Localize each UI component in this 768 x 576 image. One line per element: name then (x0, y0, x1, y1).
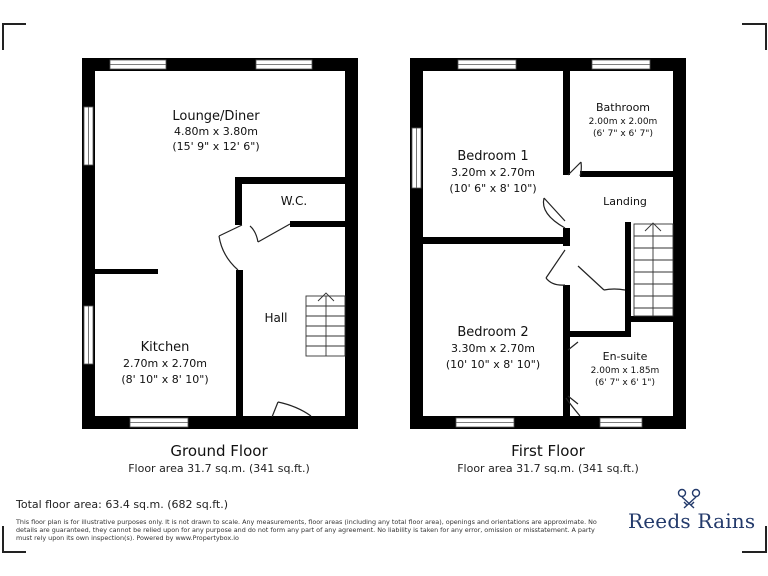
ground-floor-plan (82, 58, 358, 429)
bedroom2-name: Bedroom 2 (457, 325, 528, 340)
ground-floor-stairs (305, 292, 346, 357)
first-floor-plan (410, 58, 686, 429)
ensuite-metric: 2.00m x 1.85m (591, 366, 660, 376)
bathroom-imperial: (6' 7" x 6' 7") (593, 129, 653, 139)
kitchen-name: Kitchen (141, 340, 190, 355)
first-floor-doors (542, 161, 626, 417)
lounge-name: Lounge/Diner (172, 109, 260, 124)
total-floor-area: Total floor area: 63.4 sq.m. (682 sq.ft.… (16, 498, 229, 511)
wc-name: W.C. (281, 194, 308, 208)
ensuite-name: En-suite (603, 350, 648, 363)
keys-logo-icon (677, 488, 701, 509)
first-floor-area: Floor area 31.7 sq.m. (341 sq.ft.) (457, 462, 639, 475)
first-floor-windows (411, 59, 651, 428)
bedroom1-metric: 3.20m x 2.70m (451, 166, 535, 179)
bedroom2-metric: 3.30m x 2.70m (451, 342, 535, 355)
bathroom-metric: 2.00m x 2.00m (589, 117, 658, 127)
brand-logo: Reeds Rains (628, 509, 756, 533)
landing-name: Landing (603, 195, 647, 208)
corner-marks (2, 23, 767, 553)
bathroom-name: Bathroom (596, 101, 650, 114)
ground-floor-area: Floor area 31.7 sq.m. (341 sq.ft.) (128, 462, 310, 475)
ground-floor-title: Ground Floor (170, 442, 268, 460)
first-floor-title: First Floor (511, 442, 585, 460)
ground-floor-windows (83, 59, 313, 428)
ground-floor-labels: Lounge/Diner 4.80m x 3.80m (15' 9" x 12'… (121, 109, 309, 475)
kitchen-imperial: (8' 10" x 8' 10") (121, 373, 208, 386)
lounge-imperial: (15' 9" x 12' 6") (172, 140, 259, 153)
bedroom1-imperial: (10' 6" x 8' 10") (449, 182, 536, 195)
bedroom1-name: Bedroom 1 (457, 149, 528, 164)
bedroom2-imperial: (10' 10" x 8' 10") (446, 358, 540, 371)
ground-floor-doors (218, 223, 312, 418)
first-floor-labels: Bedroom 1 3.20m x 2.70m (10' 6" x 8' 10"… (446, 101, 659, 475)
first-floor-stairs (633, 222, 674, 317)
disclaimer-text: This floor plan is for illustrative purp… (16, 518, 597, 542)
kitchen-metric: 2.70m x 2.70m (123, 357, 207, 370)
hall-name: Hall (264, 311, 287, 325)
lounge-metric: 4.80m x 3.80m (174, 125, 258, 138)
ensuite-imperial: (6' 7" x 6' 1") (595, 378, 655, 388)
